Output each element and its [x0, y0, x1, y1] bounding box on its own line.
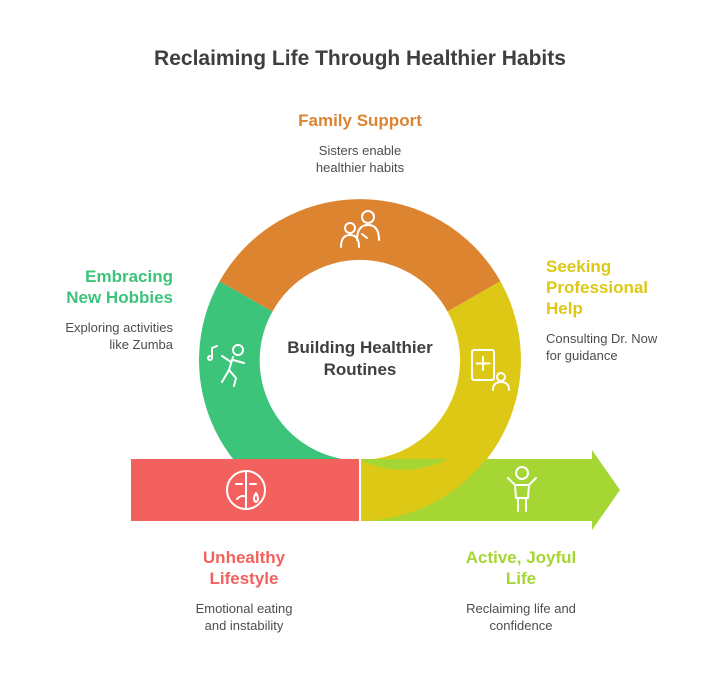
- professional-help-label: Seeking Professional Help: [546, 257, 649, 318]
- hobbies-desc: Exploring activities like Zumba: [65, 320, 173, 352]
- center-label-line2: Routines: [323, 360, 397, 379]
- unhealthy-lifestyle-desc: Emotional eating and instability: [195, 601, 293, 633]
- family-icon: [340, 210, 380, 248]
- center-label-line1: Building Healthier: [287, 338, 433, 357]
- ring-segment-professional-flow: [360, 459, 486, 521]
- active-joyful-life-desc: Reclaiming life and confidence: [466, 601, 576, 633]
- professional-help-desc: Consulting Dr. Now for guidance: [546, 331, 658, 363]
- hobbies-label: Embracing New Hobbies: [66, 267, 173, 307]
- joyful-person-icon: [507, 466, 537, 512]
- family-support-desc: Sisters enable healthier habits: [315, 143, 405, 175]
- family-support-label: Family Support: [298, 111, 422, 130]
- active-joyful-life-label: Active, Joyful Life: [465, 548, 577, 588]
- unhealthy-lifestyle-label: Unhealthy Lifestyle: [202, 548, 286, 588]
- center-label: Building Healthier Routines: [270, 337, 450, 381]
- sad-face-icon: [226, 470, 266, 510]
- diagram-title: Reclaiming Life Through Healthier Habits: [154, 47, 566, 70]
- medical-consult-icon: [471, 349, 510, 391]
- dancer-icon: [207, 344, 245, 387]
- ring-segment-family: [219, 199, 501, 312]
